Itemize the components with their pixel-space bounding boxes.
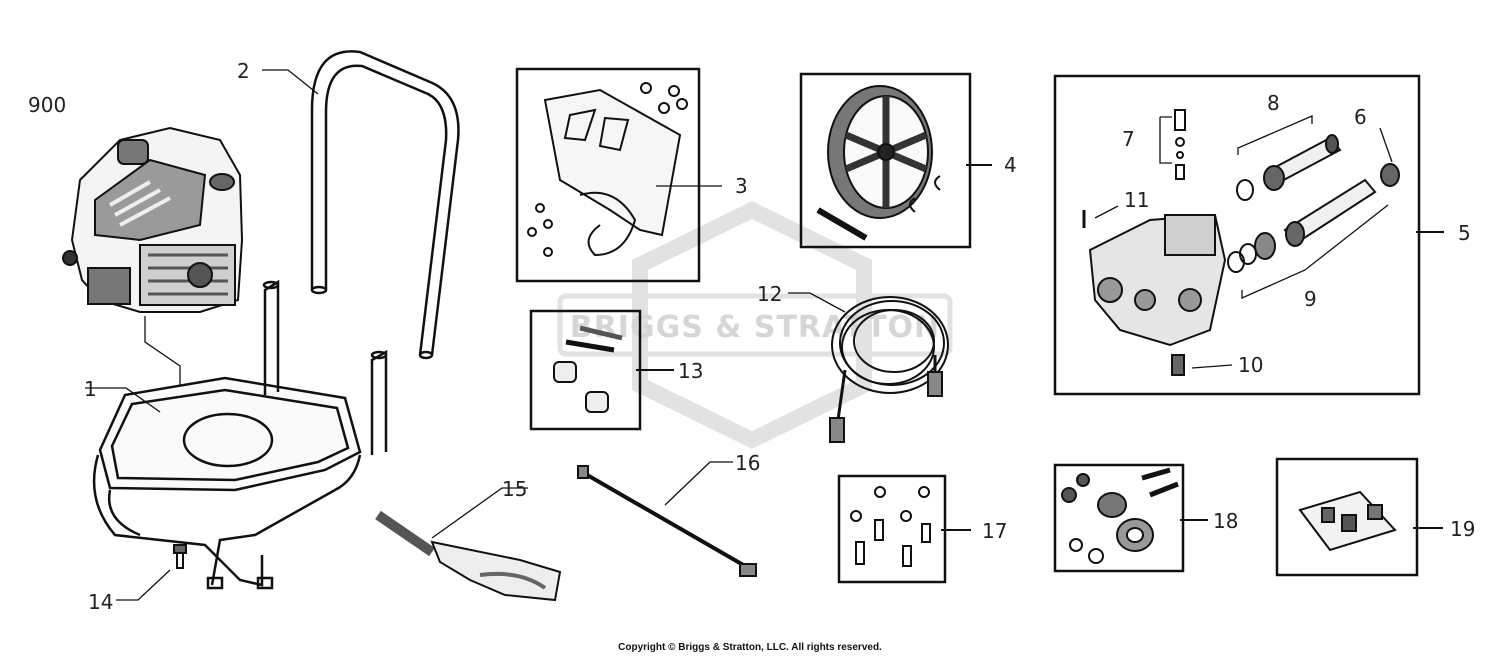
part-high-pressure-hose[interactable] [829,296,949,443]
part-frame[interactable] [92,279,388,590]
callout-1: 1 [84,377,97,401]
part-pump[interactable] [1088,109,1227,347]
part-handle[interactable] [310,50,460,360]
callout-10: 10 [1238,353,1263,377]
callout-7: 7 [1122,127,1135,151]
copyright-notice: Copyright © Briggs & Stratton, LLC. All … [618,642,882,653]
callout-18: 18 [1213,509,1238,533]
callout-19: 19 [1450,517,1475,541]
callout-6: 6 [1354,105,1367,129]
part-bearings-18[interactable] [1061,467,1179,564]
callout-900: 900 [28,93,66,117]
part-spray-gun[interactable] [375,510,562,602]
part-hardware-17[interactable] [850,486,931,567]
watermark-text: BRIGGS & STRATTON [570,310,940,345]
part-bracket-3[interactable] [527,82,688,257]
brand-watermark: BRIGGS & STRATTON [557,201,953,449]
callout-16: 16 [735,451,760,475]
part-hoses-8-9[interactable] [1082,134,1400,376]
callout-17: 17 [982,519,1007,543]
callout-8: 8 [1267,91,1280,115]
part-wand[interactable] [577,465,757,577]
box-part-5 [1053,74,1421,396]
callout-4: 4 [1004,153,1017,177]
callout-13: 13 [678,359,703,383]
callout-3: 3 [735,174,748,198]
callout-11: 11 [1124,188,1149,212]
box-part-18 [1053,463,1185,573]
callout-14: 14 [88,590,113,614]
box-part-3 [515,67,701,283]
callout-9: 9 [1304,287,1317,311]
part-wheel[interactable] [816,85,941,241]
callout-5: 5 [1458,221,1471,245]
callout-2: 2 [237,59,250,83]
callout-12: 12 [757,282,782,306]
box-part-19 [1275,457,1419,577]
part-bolts-13[interactable] [553,325,623,413]
callout-labels: 900 1 2 3 4 5 6 7 8 9 10 11 12 13 14 15 … [28,59,1475,614]
callout-15: 15 [502,477,527,501]
part-bolt-14[interactable] [173,544,187,569]
part-nozzles-19[interactable] [1298,490,1397,552]
part-engine[interactable] [62,126,244,313]
box-part-4 [799,72,972,249]
